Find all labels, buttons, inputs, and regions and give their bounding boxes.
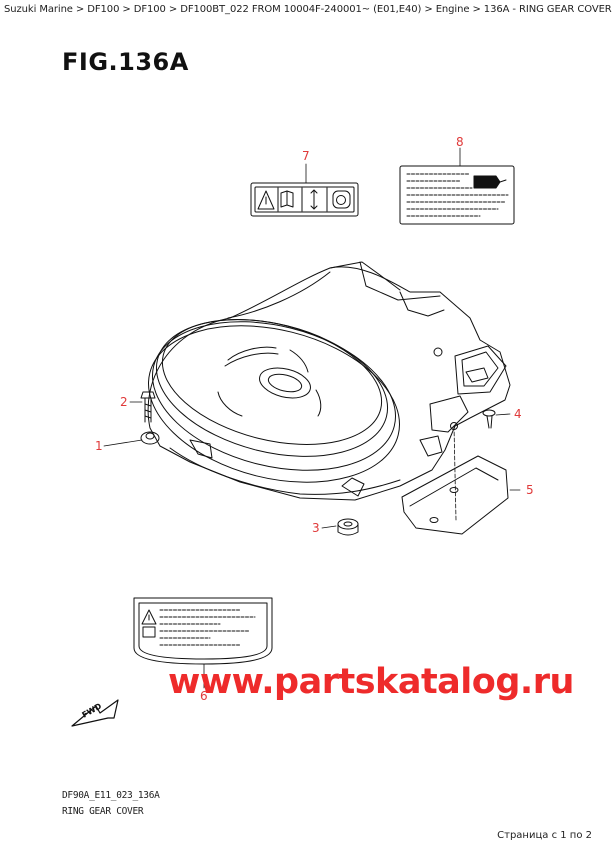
watermark-text: www.partskatalog.ru — [168, 662, 574, 702]
page-indicator: Страница с 1 по 2 — [497, 830, 592, 841]
screw-part — [482, 409, 496, 429]
leader-lines — [103, 147, 521, 689]
callout-2: 2 — [120, 395, 128, 409]
callout-1: 1 — [95, 439, 103, 453]
warning-plate-label — [133, 597, 273, 665]
callout-4: 4 — [514, 407, 522, 421]
oil-decal-label — [399, 165, 515, 225]
callout-6: 6 — [200, 689, 208, 703]
breadcrumb[interactable]: Suzuki Marine > DF100 > DF100 > DF100BT_… — [4, 4, 612, 15]
bolt-part — [140, 391, 156, 423]
bracket-plate-part — [401, 455, 509, 535]
callout-8: 8 — [456, 135, 464, 149]
fwd-label: FWD — [81, 701, 104, 719]
drawing-code: DF90A_E11_023_136A — [62, 790, 160, 801]
fwd-arrow-icon — [71, 699, 119, 727]
ring-gear-cover — [140, 261, 511, 501]
callout-7: 7 — [302, 149, 310, 163]
diagram-caption: RING GEAR COVER — [62, 806, 144, 817]
grommet-part — [337, 518, 359, 536]
callout-5: 5 — [526, 483, 534, 497]
figure-title: FIG.136A — [62, 48, 189, 76]
warning-decal-label — [250, 182, 359, 217]
callout-3: 3 — [312, 521, 320, 535]
